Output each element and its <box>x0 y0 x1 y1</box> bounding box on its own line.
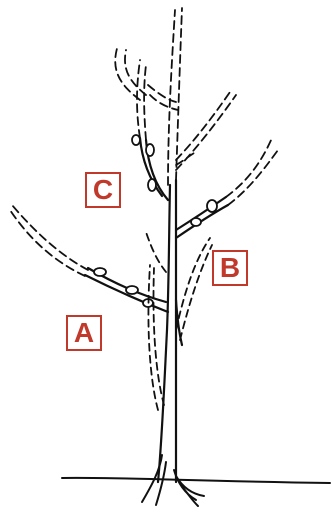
branch-a-dashed <box>10 205 88 276</box>
label-b: B <box>212 250 248 286</box>
upper-right-shoot-dashed <box>176 92 236 170</box>
label-a: A <box>66 315 102 351</box>
ground-line <box>62 478 330 483</box>
label-c: C <box>85 172 121 208</box>
branch-b-dashed <box>226 138 278 205</box>
central-leader-dashed <box>168 8 182 185</box>
branch-b-solid <box>176 197 228 238</box>
tree-trunk <box>158 180 182 482</box>
